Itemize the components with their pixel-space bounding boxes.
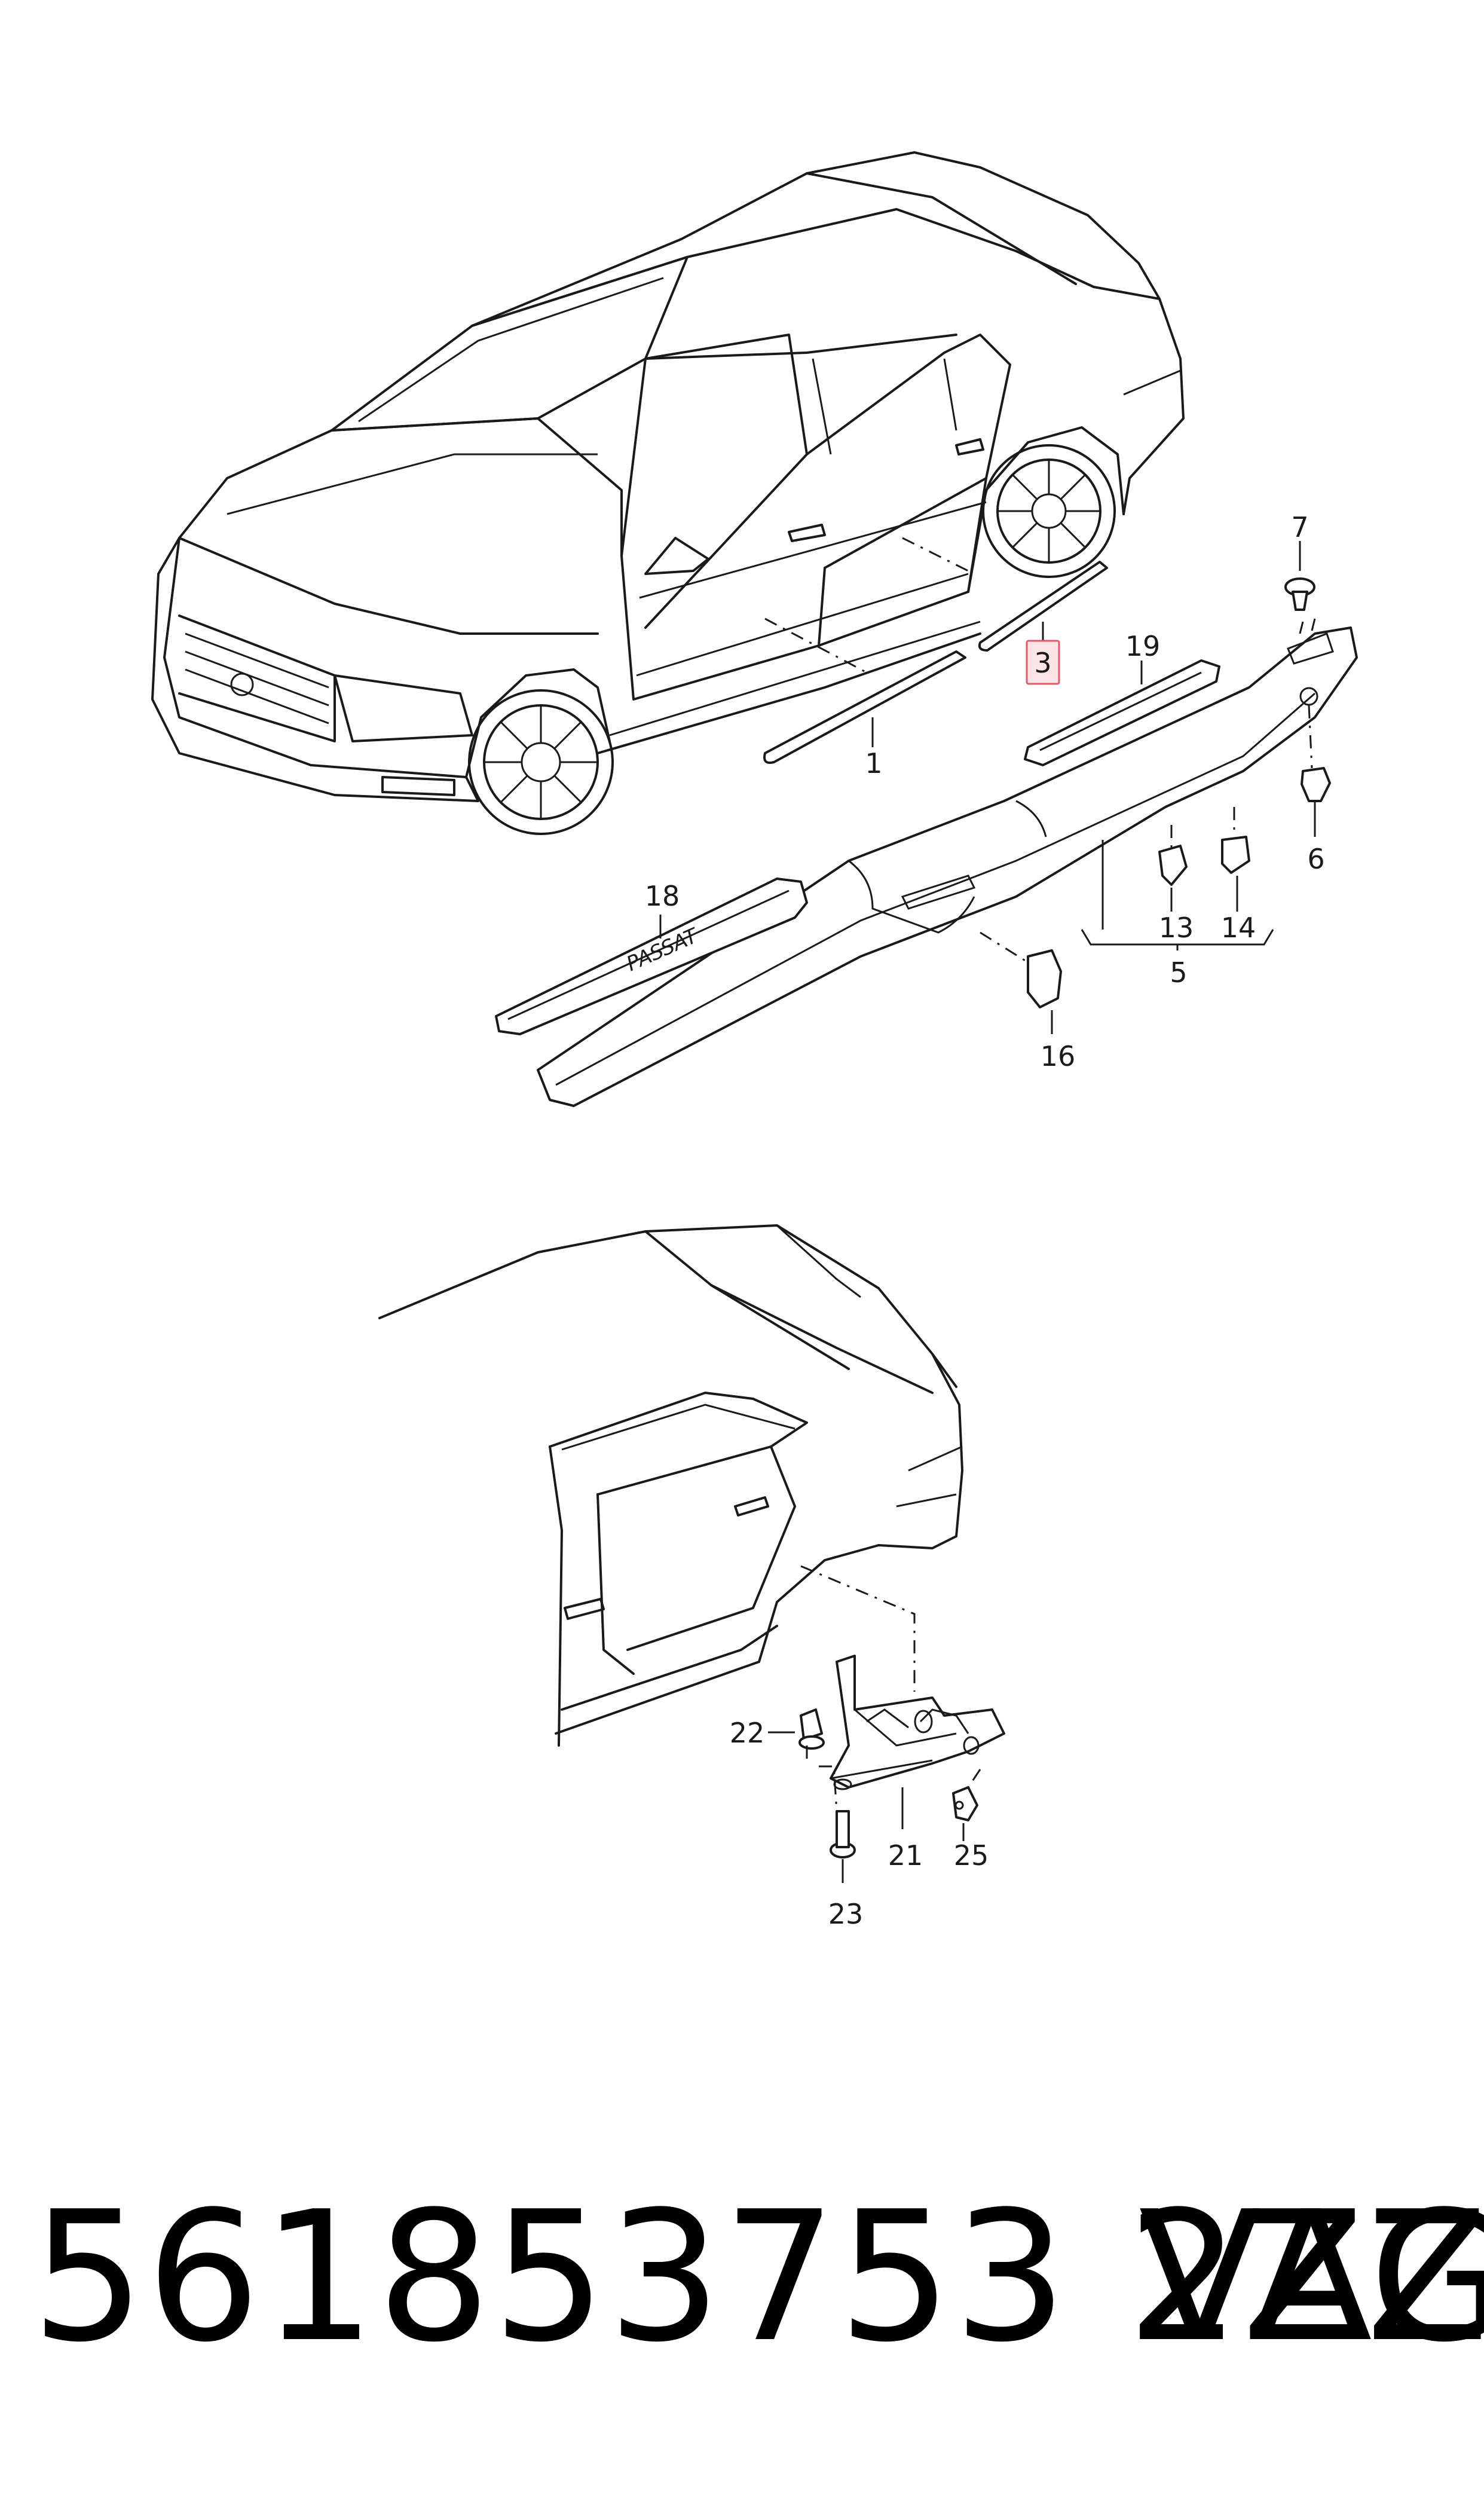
- brand-label: VAG: [1139, 2173, 1484, 2382]
- clip-13: [1158, 845, 1188, 886]
- clip-25: [952, 1786, 978, 1821]
- trim-strip-3: [978, 561, 1108, 652]
- callout-22[interactable]: 22: [730, 1717, 765, 1749]
- callout-3[interactable]: 3: [1034, 647, 1051, 679]
- car-rear-view: [378, 1224, 963, 1747]
- parts-diagram: PASSAT 1 3 18 19 7 6 13 14 5 16: [151, 151, 1358, 1930]
- callout-1[interactable]: 1: [865, 747, 882, 779]
- clip-16: [1027, 949, 1062, 1008]
- car-front-view: [151, 151, 1185, 835]
- screw-23: [830, 1810, 856, 1858]
- callout-6[interactable]: 6: [1307, 843, 1324, 875]
- callout-16[interactable]: 16: [1041, 1040, 1076, 1072]
- sill-panel-5: [537, 618, 1358, 1107]
- bracket-21: [830, 1655, 1005, 1790]
- clip-14: [1221, 836, 1250, 874]
- callout-5[interactable]: 5: [1170, 956, 1187, 989]
- callout-13[interactable]: 13: [1159, 912, 1194, 944]
- trim-strip-1: [763, 650, 966, 764]
- highlight-box: [1026, 640, 1060, 685]
- callout-23[interactable]: 23: [828, 1898, 864, 1930]
- part-number: 561853753 2ZZ: [31, 2173, 1484, 2382]
- clip-6: [1301, 767, 1331, 802]
- callout-25[interactable]: 25: [954, 1839, 989, 1872]
- screw-7: [1284, 577, 1315, 611]
- callout-7[interactable]: 7: [1291, 511, 1308, 543]
- footer: 561853753 2ZZ VAG: [0, 2176, 1484, 2379]
- nut-22: [798, 1708, 825, 1750]
- callout-18[interactable]: 18: [645, 880, 680, 912]
- callout-14[interactable]: 14: [1221, 912, 1256, 944]
- callout-19[interactable]: 19: [1125, 630, 1161, 662]
- callout-21[interactable]: 21: [888, 1839, 923, 1872]
